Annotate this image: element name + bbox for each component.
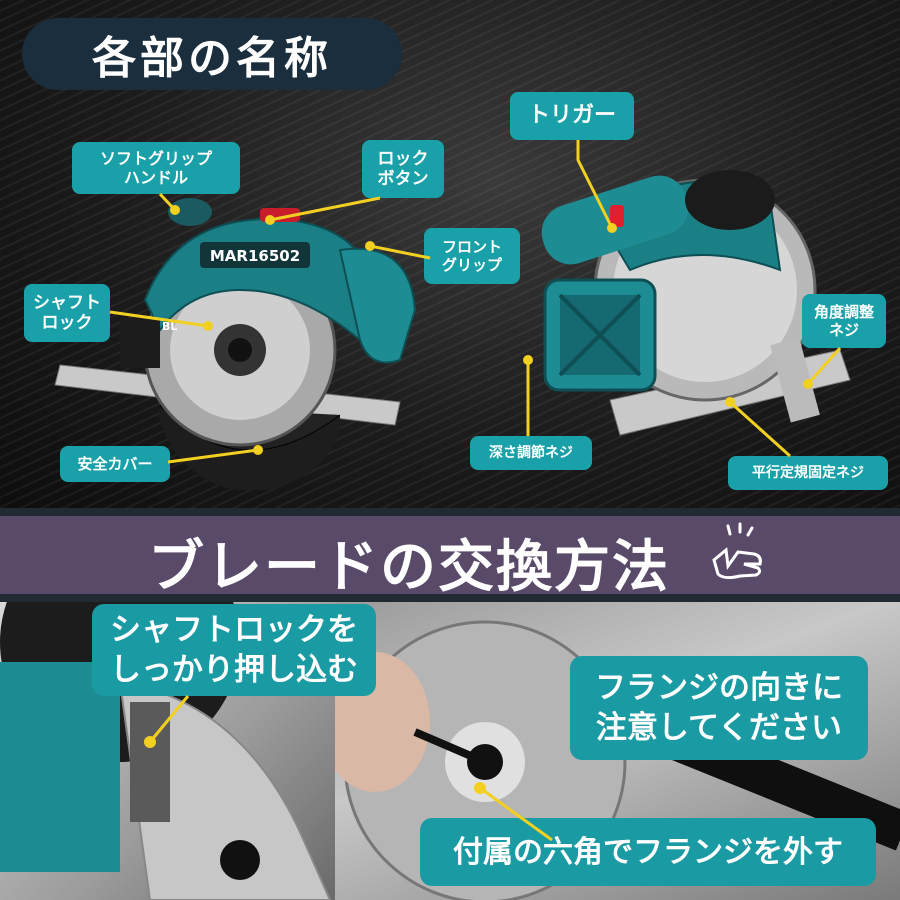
section-title-pill: 各部の名称 [22,18,402,90]
label-depth-screw: 深さ調節ネジ [470,436,592,470]
circular-saw-top-image [541,170,851,436]
step-shaft-lock-label: シャフトロックを しっかり押し込む [92,604,376,696]
label-angle-screw: 角度調整 ネジ [802,294,886,348]
label-soft-grip: ソフトグリップ ハンドル [72,142,240,194]
step-flange-direction-label: フランジの向きに 注意してください [570,656,868,760]
label-trigger: トリガー [510,92,634,140]
page-title: 各部の名称 [92,33,332,84]
model-text: MAR16502 [210,247,300,265]
label-safety-cover: 安全カバー [60,446,170,482]
label-front-grip: フロント グリップ [424,228,520,284]
pointing-hand-icon [712,522,762,580]
label-shaft-lock: シャフト ロック [24,284,110,342]
label-lock-button: ロック ボタン [362,140,444,198]
label-parallel-screw: 平行定規固定ネジ [728,456,888,490]
section2-title: ブレードの交換方法 [148,535,670,600]
step-flange-remove-label: 付属の六角でフランジを外す [420,818,876,886]
bl-badge: BL [162,320,177,333]
